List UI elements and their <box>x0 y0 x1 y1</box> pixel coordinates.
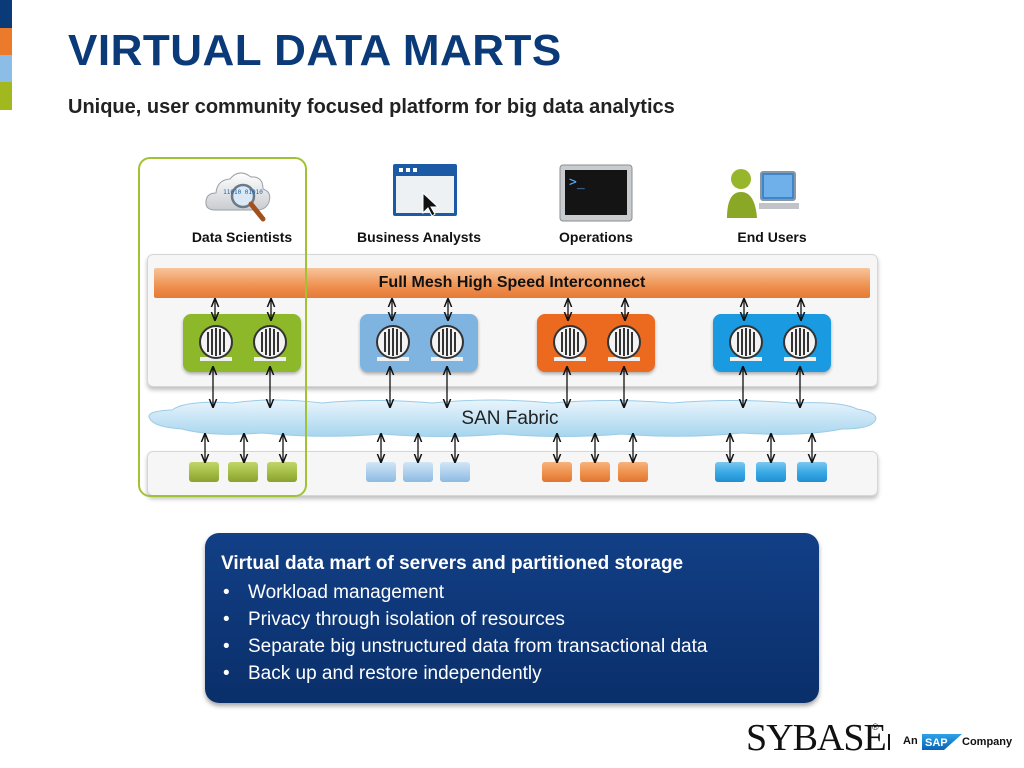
slide-subtitle: Unique, user community focused platform … <box>68 96 675 118</box>
persona-label-business-analysts: Business Analysts <box>357 229 481 245</box>
storage-disk <box>756 462 786 482</box>
logo-company-text: Company <box>962 736 1013 748</box>
server-icon <box>376 325 410 361</box>
binary-text-line-1: 11010 01010 <box>223 189 263 196</box>
server-icon <box>729 325 763 361</box>
callout-bullet: Privacy through isolation of resources <box>221 606 707 633</box>
callout-bullet: Back up and restore independently <box>221 660 707 687</box>
callout-box: Virtual data mart of servers and partiti… <box>205 533 819 703</box>
server-group-1 <box>183 314 301 372</box>
accent-stripe-orange <box>0 28 12 55</box>
persona-label-data-scientists: Data Scientists <box>191 229 293 245</box>
storage-disk <box>797 462 827 482</box>
server-icon <box>253 325 287 361</box>
logo-divider <box>888 734 890 750</box>
storage-disk <box>366 462 396 482</box>
data-scientists-highlight <box>138 157 307 497</box>
sybase-logo: SYBASE <box>746 717 887 759</box>
svg-text:>_: >_ <box>569 175 585 190</box>
storage-disk <box>228 462 258 482</box>
storage-disk <box>715 462 745 482</box>
callout-title: Virtual data mart of servers and partiti… <box>221 553 684 574</box>
storage-disk <box>403 462 433 482</box>
application-window-cursor-icon <box>393 164 457 217</box>
san-fabric-label: SAN Fabric <box>461 408 559 429</box>
server-icon <box>553 325 587 361</box>
storage-disk <box>440 462 470 482</box>
callout-bullet-list: Workload management Privacy through isol… <box>221 579 707 687</box>
interconnect-bar: Full Mesh High Speed Interconnect <box>154 268 870 298</box>
server-group-2 <box>360 314 478 372</box>
persona-label-operations: Operations <box>559 229 633 245</box>
logo-an-text: An <box>903 735 918 747</box>
cloud-magnifier-icon: 11010 01010 <box>205 172 271 222</box>
svg-text:SAP: SAP <box>925 737 948 749</box>
callout-bullet: Workload management <box>221 579 707 606</box>
storage-disk <box>267 462 297 482</box>
server-icon <box>430 325 464 361</box>
server-group-4 <box>713 314 831 372</box>
slide-title: VIRTUAL DATA MARTS <box>68 26 562 75</box>
accent-stripe-navy <box>0 0 12 28</box>
callout-bullet: Separate big unstructured data from tran… <box>221 633 707 660</box>
accent-stripe-lightblue <box>0 55 12 82</box>
registered-mark: ® <box>872 722 879 732</box>
storage-disk <box>618 462 648 482</box>
persona-label-end-users: End Users <box>737 229 807 245</box>
server-group-3 <box>537 314 655 372</box>
accent-stripe-green <box>0 82 12 110</box>
user-at-computer-icon <box>727 169 799 218</box>
server-icon <box>607 325 641 361</box>
terminal-console-icon: >_ <box>559 164 633 222</box>
storage-disk <box>542 462 572 482</box>
sap-logo: SAP <box>922 734 962 750</box>
server-icon <box>783 325 817 361</box>
server-icon <box>199 325 233 361</box>
storage-disk <box>189 462 219 482</box>
storage-disk <box>580 462 610 482</box>
